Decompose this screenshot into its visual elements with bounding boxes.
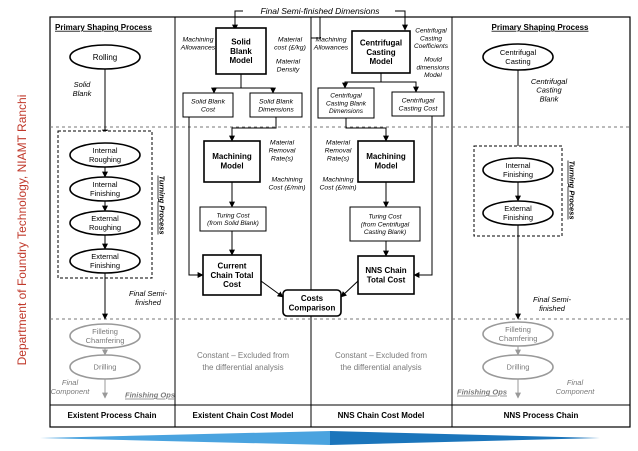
column-label-nns-process-chain: NNS Process Chain: [504, 411, 579, 420]
top-arrow-right: [395, 10, 408, 31]
top-title: Final Semi-finished Dimensions: [260, 6, 380, 16]
casting-cost-box: [391, 91, 445, 117]
right-drilling-label: Drilling: [507, 363, 530, 372]
to-blank-cost-arrow: [211, 87, 241, 94]
existent-turing-cost-box: [199, 206, 267, 232]
solid-blank-model-box: [215, 27, 267, 75]
left-final-semi-label: Final Semi-finished: [129, 289, 167, 307]
column-label-existent-process-chain: Existent Process Chain: [68, 411, 157, 420]
left-drilling-label: Drilling: [94, 363, 117, 372]
bar-dark-shape: [330, 431, 600, 445]
left-turning-label: Turning Process: [157, 175, 166, 234]
top-arrow-left: [232, 10, 243, 31]
right-final-semi-label: Final Semi-finished: [533, 295, 571, 313]
current-chain-total-box: [202, 254, 262, 296]
casting-dims-to-machining-arrow: [345, 118, 389, 142]
solid-blank-dims-box: [249, 92, 303, 118]
column-label-nns-cost-model: NNS Chain Cost Model: [338, 411, 425, 420]
casting-cost-to-total-arrow: [413, 116, 433, 278]
to-casting-dims-arrow: [342, 81, 381, 89]
blank-dims-to-machining-arrow: [229, 117, 277, 142]
rolling-label: Rolling: [93, 53, 117, 62]
costs-comparison-box: [282, 289, 342, 317]
to-blank-dims-arrow: [241, 87, 276, 94]
bottom-decorative-bar: [40, 431, 600, 445]
nns-chain-total-box: [357, 255, 415, 295]
existent-turing-cost-label: Turing Cost(from Solid Blank): [207, 212, 259, 227]
bar-light-shape: [40, 431, 330, 445]
top-connector: [310, 17, 321, 48]
current-to-comparison-arrow: [260, 280, 284, 298]
nns-turing-cost-box: [349, 206, 421, 242]
right-turning-label: Turning Process: [567, 160, 576, 219]
left-finishing-ops-label: Finishing Ops: [125, 391, 175, 400]
nns-to-comparison-arrow: [340, 280, 359, 298]
blank-cost-to-total-arrow: [188, 117, 204, 278]
casting-blank-dims-box: [317, 87, 375, 119]
right-primary-heading: Primary Shaping Process: [492, 23, 589, 32]
left-primary-heading: Primary Shaping Process: [55, 23, 152, 32]
right-finishing-ops-label: Finishing Ops: [457, 388, 507, 397]
solid-blank-cost-box: [182, 92, 234, 118]
column-label-existent-cost-model: Existent Chain Cost Model: [193, 411, 294, 420]
to-casting-cost-arrow: [381, 81, 419, 93]
